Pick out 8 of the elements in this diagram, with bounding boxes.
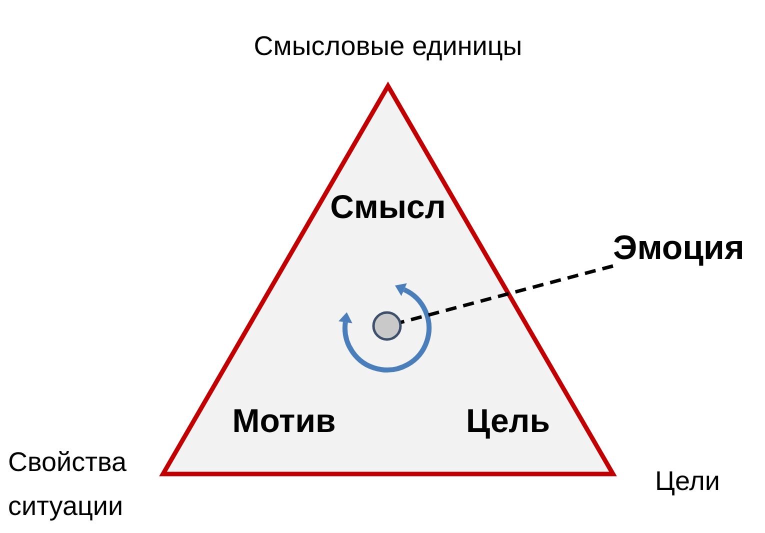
triangle-label: Цель (466, 402, 550, 440)
leader-line (400, 264, 614, 324)
vertex-label: Цели (655, 466, 720, 498)
triangle-label: Смысл (330, 188, 446, 226)
vertex-label: Смысловые единицы (254, 31, 522, 62)
callout-label: Эмоция (613, 229, 744, 268)
triangle-label: Мотив (232, 402, 336, 440)
vertex-label: Свойства ситуации (8, 446, 128, 523)
